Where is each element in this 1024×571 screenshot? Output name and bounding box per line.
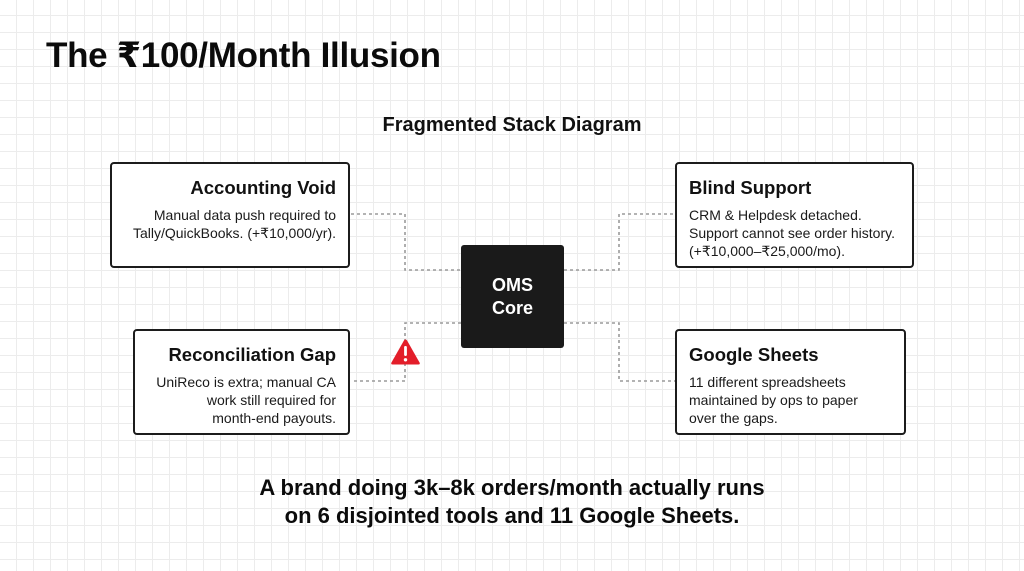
card-body-line: work still required for [206, 392, 336, 408]
card-body-line: month-end payouts. [212, 410, 336, 426]
card-body-line: (+₹10,000–₹25,000/mo). [689, 243, 845, 259]
card-body-line: Tally/QuickBooks. (+₹10,000/yr). [132, 225, 336, 241]
card-body-line: 11 different spreadsheets [689, 374, 846, 390]
card-body-line: over the gaps. [689, 410, 778, 426]
card-title: Reconciliation Gap [168, 344, 336, 365]
summary-statement: A brand doing 3k–8k orders/month actuall… [0, 474, 1024, 530]
summary-line1: A brand doing 3k–8k orders/month actuall… [259, 475, 765, 500]
diagram-title: Fragmented Stack Diagram [382, 114, 642, 136]
card-body: Manual data push required to Tally/Quick… [124, 206, 336, 242]
card-title: Google Sheets [689, 344, 819, 365]
card-body: CRM & Helpdesk detached. Support cannot … [689, 206, 900, 260]
connector-blind-support [564, 213, 675, 271]
card-title: Blind Support [689, 177, 812, 198]
card-body-line: UniReco is extra; manual CA [156, 374, 336, 390]
card-reconciliation-gap: Reconciliation Gap UniReco is extra; man… [133, 329, 350, 435]
card-body: UniReco is extra; manual CA work still r… [147, 373, 336, 427]
warning-triangle-icon [391, 339, 420, 365]
card-title: Accounting Void [190, 177, 336, 198]
summary-line2: on 6 disjointed tools and 11 Google Shee… [284, 503, 740, 528]
card-body-line: Support cannot see order history. [689, 225, 895, 241]
connector-accounting [351, 213, 461, 271]
card-accounting-void: Accounting Void Manual data push require… [110, 162, 350, 268]
card-body-line: Manual data push required to [153, 207, 336, 223]
oms-core-node: OMS Core [461, 245, 564, 348]
page-title: The ₹100/Month Illusion [46, 36, 441, 75]
card-body-line: maintained by ops to paper [689, 392, 858, 408]
connector-google-sheets [564, 322, 675, 382]
card-body-line: CRM & Helpdesk detached. [689, 207, 862, 223]
card-body: 11 different spreadsheets maintained by … [689, 373, 892, 427]
core-label-line2: Core [491, 297, 533, 318]
card-blind-support: Blind Support CRM & Helpdesk detached. S… [675, 162, 914, 268]
card-google-sheets: Google Sheets 11 different spreadsheets … [675, 329, 906, 435]
core-label-line1: OMS [491, 274, 533, 295]
